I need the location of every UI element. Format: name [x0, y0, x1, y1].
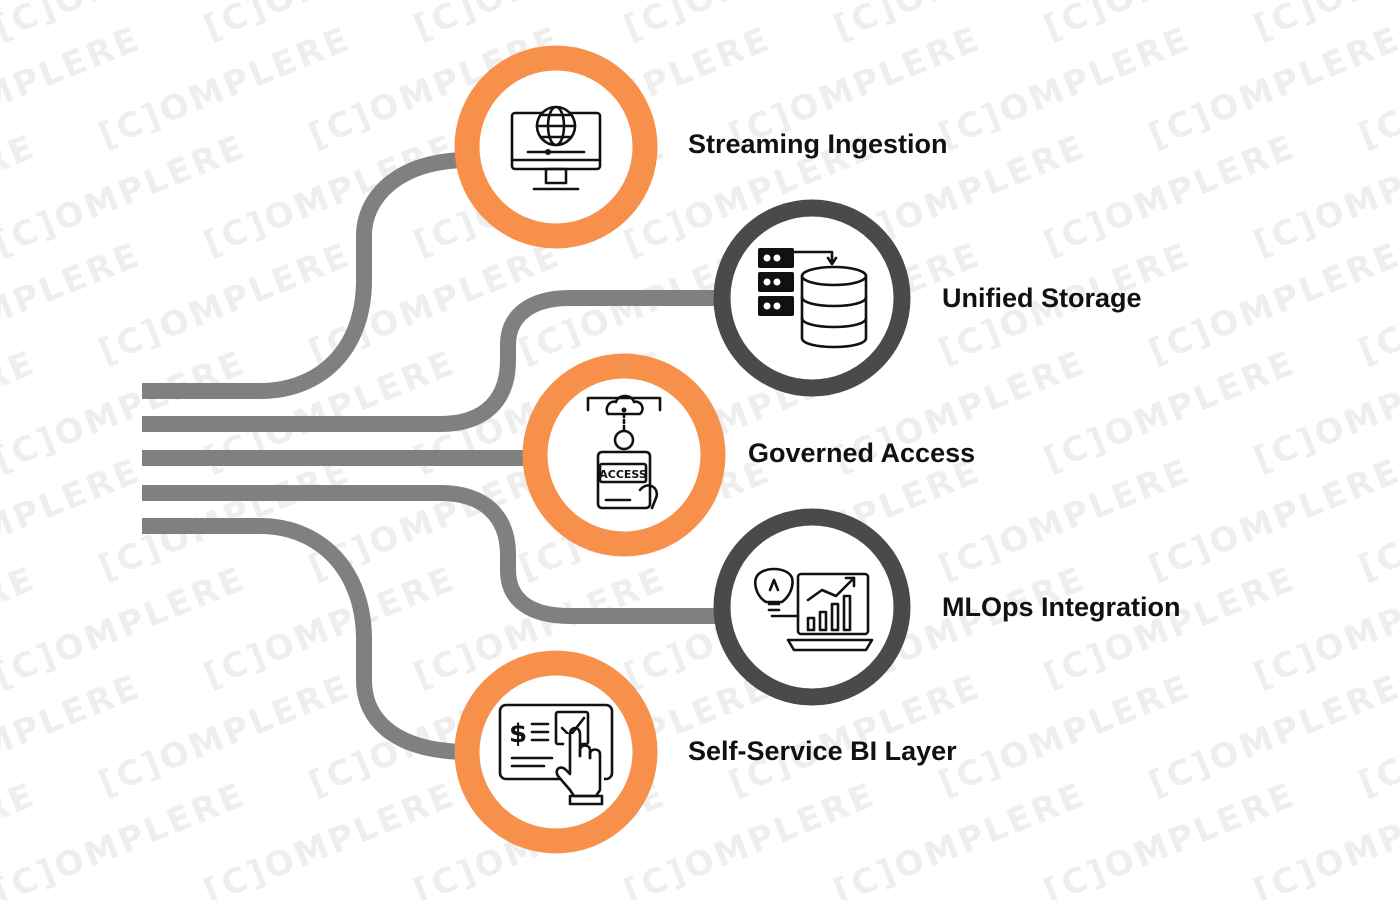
node-ring	[522, 353, 726, 557]
svg-text:$: $	[509, 719, 527, 749]
server-database-icon	[758, 248, 868, 352]
node-ring	[713, 508, 911, 706]
node-label: Unified Storage	[942, 283, 1142, 313]
node-ring	[454, 650, 658, 854]
node-self-service-bi: $ Self-Service BI Layer	[454, 650, 957, 854]
node-label: Governed Access	[748, 438, 975, 468]
node-label: Streaming Ingestion	[688, 129, 948, 159]
node-governed-access: ACCESS Governed Access	[522, 353, 975, 557]
node-mlops-integration: MLOps Integration	[713, 508, 1181, 706]
connector-lines	[142, 152, 722, 760]
connector-mlops	[142, 485, 722, 624]
access-card-icon: ACCESS	[586, 394, 662, 510]
monitor-globe-icon	[510, 105, 602, 191]
node-streaming-ingestion: Streaming Ingestion	[454, 45, 948, 249]
connector-storage	[142, 290, 722, 432]
touch-dashboard-icon: $	[498, 703, 614, 806]
svg-text:ACCESS: ACCESS	[599, 468, 647, 481]
node-label: Self-Service BI Layer	[688, 736, 957, 766]
node-label: MLOps Integration	[942, 592, 1181, 622]
lightbulb-laptop-chart-icon	[754, 565, 874, 652]
node-unified-storage: Unified Storage	[713, 199, 1142, 397]
connector-streaming	[142, 152, 471, 399]
connector-bi	[142, 518, 471, 760]
node-ring	[454, 45, 658, 249]
